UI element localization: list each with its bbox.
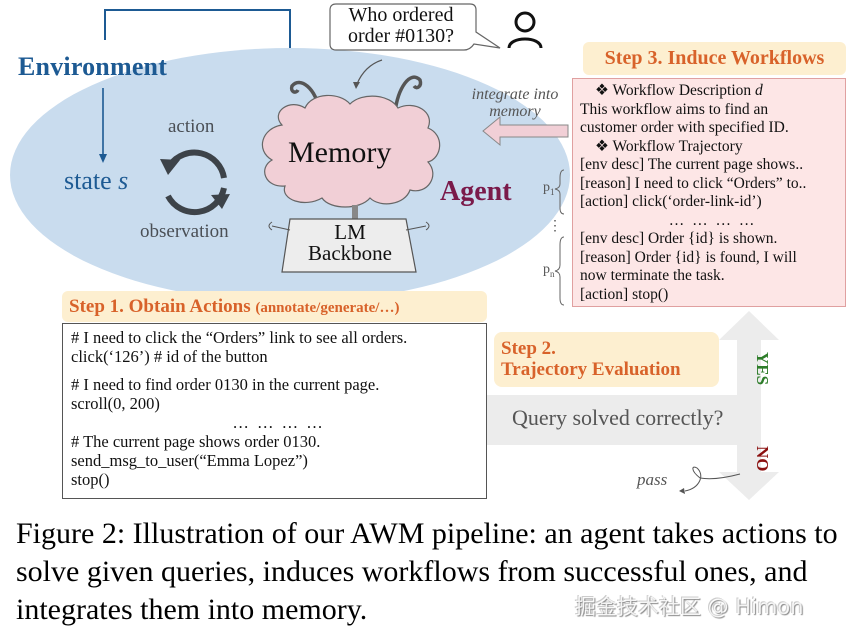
action-line: send_msg_to_user(“Emma Lopez”): [71, 451, 308, 470]
evaluation-question: Query solved correctly?: [512, 405, 724, 430]
vertical-dots: ⋮: [548, 219, 562, 234]
yes-label: YES: [753, 352, 772, 386]
query-to-memory-arrow: [356, 59, 383, 85]
pn-subscript: n: [550, 268, 555, 279]
figure-caption: Figure 2: Illustration of our AWM pipeli…: [16, 517, 838, 626]
p1-line: [action] click(‘order-link-id’): [580, 193, 762, 210]
lm-backbone-line2: Backbone: [308, 241, 392, 265]
pn-line: [env desc] Order {id} is shown.: [580, 230, 778, 247]
no-label: NO: [753, 446, 772, 472]
action-line: # I need to find order 0130 in the curre…: [71, 375, 380, 394]
pass-curl-arrow: [684, 466, 741, 492]
p1-line: [reason] I need to click “Orders” to..: [580, 174, 807, 192]
brace-pn: [554, 236, 565, 306]
workflow-description-header: ❖ Workflow Description d: [580, 82, 845, 101]
pn-line: now terminate the task.: [580, 267, 725, 284]
speech-bubble: [329, 3, 501, 51]
desc-line: customer order with specified ID.: [580, 119, 789, 136]
step3-title: Step 3. Induce Workflows: [583, 42, 846, 75]
integrate-label: integrate into memory: [462, 86, 568, 120]
step2-title-line1: Step 2.: [501, 338, 556, 359]
pn-line: [action] stop(): [580, 285, 669, 303]
environment-loop-line: [104, 9, 291, 48]
pn-line: [reason] Order {id} is found, I will: [580, 248, 797, 266]
query-line2: order #0130?: [347, 25, 455, 47]
step1-title-text: Step 1. Obtain Actions: [69, 296, 251, 317]
step2-title-line2: Trajectory Evaluation: [501, 359, 681, 380]
desc-symbol: d: [755, 82, 763, 99]
action-line: scroll(0, 200): [71, 394, 160, 413]
pass-label: pass: [637, 470, 668, 489]
p1-label: p1: [543, 180, 555, 197]
action-label: action: [168, 116, 215, 137]
arrowhead: [99, 154, 107, 163]
step1-title: Step 1. Obtain Actions (annotate/generat…: [62, 291, 487, 322]
p1-letter: p: [543, 180, 550, 195]
ellipsis: … … … …: [668, 211, 757, 229]
cycle-arrowhead: [160, 159, 180, 175]
environment-label: Environment: [18, 52, 168, 81]
memory-label: Memory: [288, 136, 392, 169]
agent-label: Agent: [440, 176, 512, 207]
state-symbol: s: [118, 166, 129, 195]
person-icon: [507, 11, 543, 49]
bullet-icon: ❖: [595, 137, 609, 155]
evaluation-band: [487, 395, 749, 445]
workflow-trajectory-header: ❖ Workflow Trajectory: [580, 138, 845, 157]
memory-cloud: [261, 94, 441, 208]
integrate-arrow: [482, 115, 569, 147]
pn-label: pn: [543, 262, 555, 279]
lm-backbone-shape: [281, 218, 417, 273]
arm: [268, 221, 291, 231]
arm: [405, 221, 430, 231]
desc-line: This workflow aims to find an: [580, 100, 769, 118]
arrowhead: [353, 82, 360, 89]
desc-header-text: Workflow Description: [612, 82, 752, 99]
actions-box: # I need to click the “Orders” link to s…: [62, 323, 487, 499]
step1-subtitle: (annotate/generate/…): [255, 300, 400, 316]
action-line: stop(): [71, 470, 110, 489]
action-line: click(‘126’) # id of the button: [71, 347, 268, 366]
pn-letter: p: [543, 262, 550, 277]
integrate-line2: memory: [489, 103, 541, 120]
p1-line: [env desc] The current page shows..: [580, 156, 804, 173]
action-line: # I need to click the “Orders” link to s…: [71, 328, 408, 347]
workflow-box: ❖ Workflow Description d This workflow a…: [572, 78, 846, 307]
ellipsis: … … … …: [232, 413, 325, 432]
state-label: state s: [64, 166, 128, 196]
bullet-icon: ❖: [595, 82, 609, 99]
integrate-line1: integrate into: [471, 86, 559, 103]
query-bubble-text: Who ordered order #0130?: [330, 5, 472, 47]
p1-subscript: 1: [550, 186, 555, 197]
query-line1: Who ordered: [348, 4, 454, 26]
traj-header-text: Workflow Trajectory: [612, 137, 743, 155]
cycle-arrowhead: [211, 194, 230, 209]
observation-label: observation: [140, 221, 229, 242]
antenna: [393, 75, 423, 113]
brace-p1: [554, 169, 565, 215]
lm-backbone-line1: LM: [334, 220, 366, 244]
arrowhead: [679, 488, 685, 494]
antenna: [289, 80, 322, 113]
watermark: 掘金技术社区 @ Himon: [575, 595, 804, 619]
action-line: # The current page shows order 0130.: [71, 432, 321, 451]
yes-no-double-arrow: [719, 311, 779, 500]
memory-stem: [352, 205, 358, 219]
lm-backbone-label: LM Backbone: [282, 222, 418, 264]
step2-title: Step 2. Trajectory Evaluation: [494, 332, 719, 387]
state-text: state: [64, 166, 112, 195]
